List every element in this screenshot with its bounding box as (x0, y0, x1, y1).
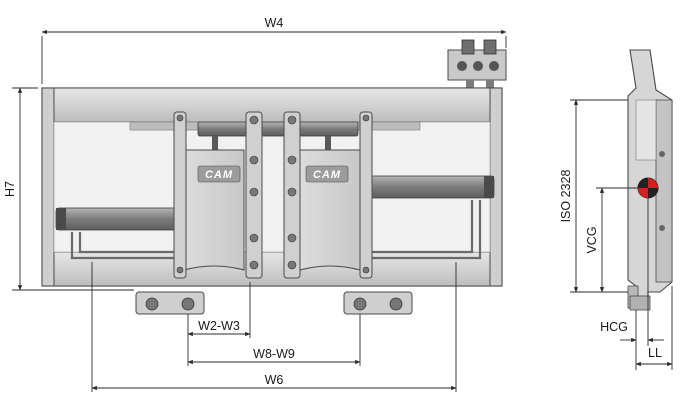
dim-label-w4: W4 (265, 16, 284, 30)
dim-label-ll: LL (648, 346, 662, 360)
logo-left: CAM (205, 169, 233, 181)
upper-cylinder (197, 121, 359, 154)
dim-label-vcg: VCG (585, 226, 599, 253)
center-bolts (176, 114, 370, 274)
dim-label-w8-w9: W8-W9 (253, 347, 295, 361)
lower-hook-right (343, 291, 413, 315)
right-cylinder (369, 175, 495, 199)
side-view (627, 49, 673, 311)
left-cylinder (55, 207, 181, 231)
lower-hook-left (135, 291, 205, 315)
front-view: CAM CAM (41, 39, 507, 315)
dim-label-w6: W6 (265, 373, 284, 387)
center-of-gravity-icon (637, 177, 659, 199)
right-clamp-plate: CAM (283, 111, 373, 279)
logo-right: CAM (313, 169, 341, 181)
dim-label-w2-w3: W2-W3 (198, 319, 240, 333)
dimension-lines (12, 29, 673, 392)
dim-label-h7: H7 (3, 181, 17, 197)
valve-block (447, 39, 507, 94)
dim-label-iso-2328: ISO 2328 (559, 170, 573, 223)
dim-label-hcg: HCG (600, 320, 628, 334)
